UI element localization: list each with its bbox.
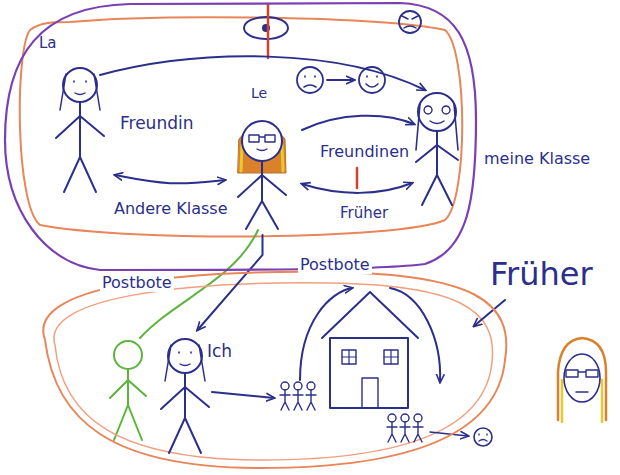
past-region: FrüherIch <box>0 250 620 475</box>
relation-arrow <box>300 288 352 380</box>
face <box>424 106 450 124</box>
stick-figure <box>56 68 104 192</box>
note-label: Postbote <box>298 256 372 274</box>
past-outline <box>54 283 493 460</box>
angry-face-features <box>402 16 418 28</box>
eye-symbol <box>244 17 288 39</box>
figure-drawing <box>35 35 115 195</box>
group-outline <box>20 17 462 236</box>
relation-arrow <box>115 175 225 183</box>
stick-body <box>306 390 316 410</box>
region-outline <box>43 272 506 468</box>
stick-figure <box>238 121 286 229</box>
small-figure <box>293 382 303 410</box>
face-features <box>479 434 487 441</box>
head <box>418 93 456 131</box>
mouth <box>75 93 85 95</box>
person-figure: Le <box>225 85 300 235</box>
head <box>242 121 282 161</box>
angry-face <box>399 11 421 33</box>
figure-drawing <box>225 85 300 235</box>
small-people <box>280 382 423 442</box>
portrait-mouth <box>576 391 588 392</box>
stick-body <box>416 131 458 205</box>
head <box>294 382 302 390</box>
portrait-glasses <box>566 370 598 377</box>
person-figure: La <box>35 35 115 195</box>
stick-body <box>56 102 104 192</box>
head <box>114 341 142 369</box>
change-arrow <box>327 79 354 81</box>
stick-body <box>110 369 146 440</box>
region-heading: meine Klasse <box>484 150 590 168</box>
head <box>168 339 202 373</box>
stick-figure <box>161 339 209 453</box>
eyes <box>74 81 86 82</box>
edge-label: Freundin <box>118 114 195 134</box>
mouth <box>257 149 267 151</box>
note-label: Freundinen <box>318 143 411 161</box>
small-figure <box>400 414 410 442</box>
head <box>388 414 396 422</box>
red-mark <box>356 168 359 188</box>
face-symbol <box>474 428 492 446</box>
sad-face-features <box>304 76 316 87</box>
happy-face <box>359 67 385 93</box>
red-mark <box>267 4 270 58</box>
stick-body <box>238 161 286 229</box>
mouth <box>180 364 190 366</box>
note-label: Andere Klasse <box>112 200 230 218</box>
stick-body <box>293 390 303 410</box>
house-wall <box>330 338 408 408</box>
stick-body <box>161 373 209 453</box>
sad-face <box>297 67 323 93</box>
stick-body <box>387 422 397 442</box>
stick-body <box>413 422 423 442</box>
head <box>281 382 289 390</box>
region-outline <box>5 3 476 270</box>
house-door <box>362 378 378 408</box>
small-figure <box>413 414 423 442</box>
relation-arrow <box>212 392 274 398</box>
window-bars <box>342 350 398 364</box>
stick-body <box>280 390 290 410</box>
small-figure <box>387 414 397 442</box>
glasses <box>249 135 275 142</box>
head <box>307 382 315 390</box>
head <box>401 414 409 422</box>
head <box>414 414 422 422</box>
relation-arrow <box>198 235 263 330</box>
head <box>63 68 97 102</box>
small-figure <box>306 382 316 410</box>
person-name: La <box>39 35 57 52</box>
relation-arrow <box>390 288 440 382</box>
region-outline <box>0 0 620 282</box>
relation-arrow <box>302 116 414 130</box>
person-name: Ich <box>207 342 232 362</box>
portrait-hair <box>558 338 606 420</box>
small-figure <box>280 382 290 410</box>
person-name: Le <box>251 85 267 101</box>
portrait-face <box>564 354 600 402</box>
outline-group <box>43 272 506 468</box>
eyes <box>179 352 191 353</box>
sketch-group <box>20 4 606 460</box>
outline-group <box>5 3 476 270</box>
note-label: Früher <box>338 205 390 222</box>
stick-body <box>400 422 410 442</box>
note-label: Postbote <box>100 274 174 292</box>
relation-arrow <box>100 56 425 90</box>
house-roof <box>322 292 418 338</box>
class-region: meine Klasse LaLe <box>0 0 620 282</box>
region-heading: Früher <box>490 256 593 293</box>
person-figure: Ich <box>155 330 240 460</box>
happy-face-features <box>366 76 378 87</box>
